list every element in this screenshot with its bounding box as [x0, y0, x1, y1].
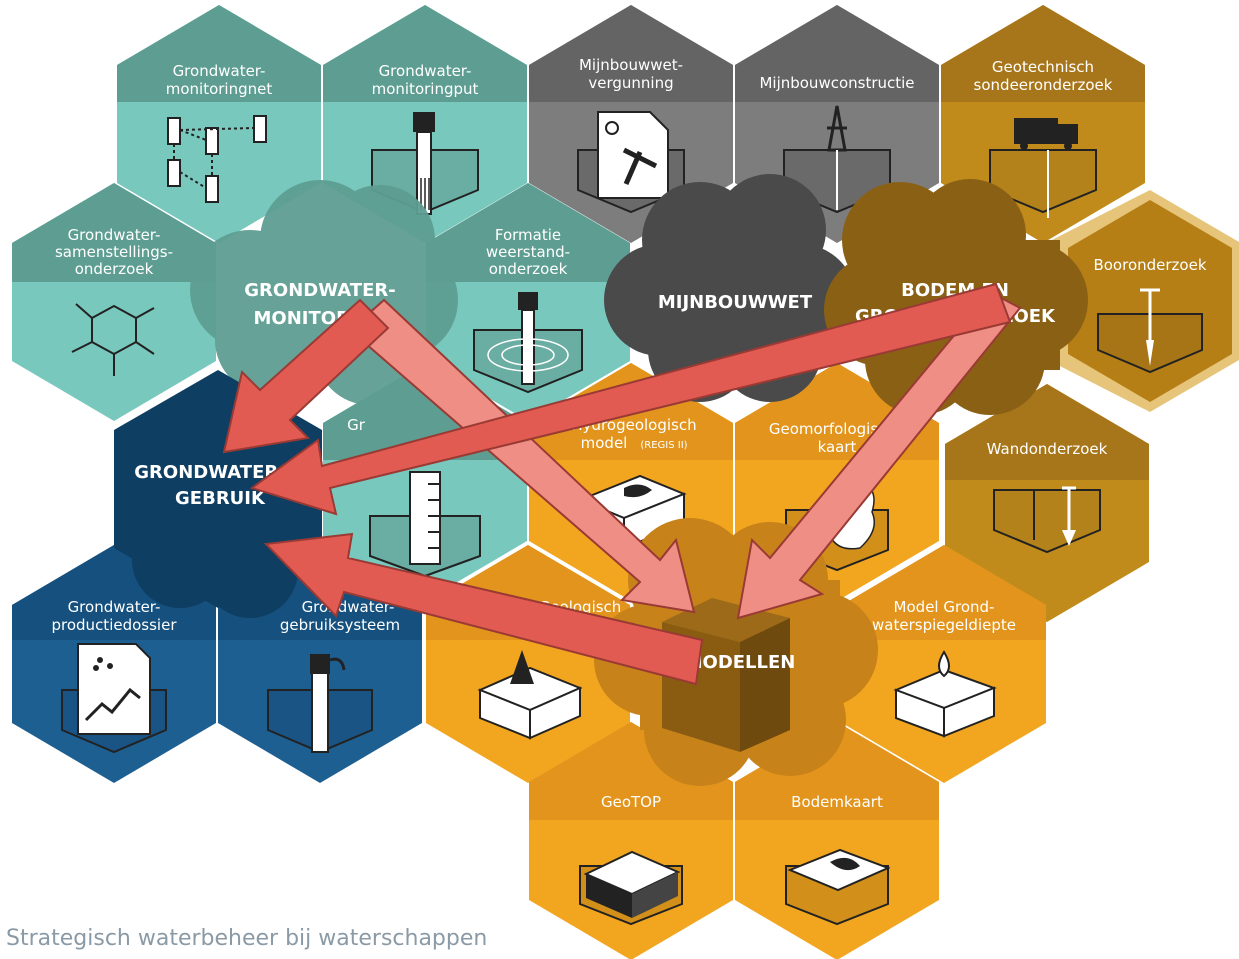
arrow-monitoring-to-gebruik — [222, 298, 390, 454]
hex-label: weerstand- — [486, 243, 570, 261]
network-icon — [167, 115, 267, 203]
hex-label: vergunning — [588, 74, 673, 92]
hex-label: Grondwater- — [173, 62, 266, 80]
arrows — [222, 282, 1022, 686]
hex-label: Geomorfologische — [769, 420, 905, 438]
water-pump-icon — [267, 654, 373, 754]
production-chart-icon — [61, 643, 167, 754]
hex-label: productiedossier — [52, 616, 178, 634]
cloud-label: GRONDWATER- — [244, 280, 395, 301]
hex-label: Booronderzoek — [1093, 256, 1206, 274]
hex-formatie-weerstandonderzoek[interactable]: Formatie weerstand- onderzoek — [426, 183, 630, 421]
auger-icon — [1097, 288, 1203, 374]
ruler-icon — [369, 471, 481, 578]
hex-model-grondwaterspiegeldiepte[interactable]: Model Grond- waterspiegeldiepte — [842, 545, 1046, 783]
hex-label: onderzoek — [489, 260, 568, 278]
arrow-bodem-to-modellen — [736, 290, 1022, 620]
hex-label: Gr — [347, 416, 366, 434]
truck-icon — [989, 118, 1097, 218]
hex-label: Mijnbouwwet- — [579, 56, 683, 74]
permit-document-icon — [577, 111, 685, 214]
hex-label: monitoringnet — [166, 80, 273, 98]
hex-mijnbouwwet-vergunning[interactable]: Mijnbouwwet- vergunning — [529, 5, 733, 243]
hex-grondwater-monitoringnet[interactable]: Grondwater- monitoringnet — [117, 5, 321, 243]
hex-label: onderzoek — [75, 260, 154, 278]
hex-grondwater-samenstellingsonderzoek[interactable]: Grondwater- samenstellings- onderzoek — [12, 183, 216, 421]
hex-label: Wandonderzoek — [987, 440, 1108, 458]
hex-label: Formatie — [495, 226, 561, 244]
spade-icon — [993, 486, 1101, 554]
arrow-monitoring-to-modellen — [348, 298, 696, 614]
hex-label: waterspiegeldiepte — [872, 616, 1016, 634]
cloud-label: GEBRUIK — [175, 488, 266, 509]
hex-label: (REGIS II) — [640, 440, 687, 451]
hex-label: Model Grond- — [894, 598, 995, 616]
voxel-block-icon — [579, 850, 683, 926]
hex-label: Grondwater- — [68, 598, 161, 616]
hex-label: Grondwater- — [68, 226, 161, 244]
hex-bodemkaart[interactable]: Bodemkaart — [735, 722, 939, 959]
hex-label: gebruiksysteem — [280, 616, 400, 634]
arrow-bodem-to-gebruik — [249, 282, 1012, 516]
glucose-molecule-icon — [71, 303, 155, 376]
soil-map-icon — [785, 848, 891, 926]
hex-label: monitoringput — [372, 80, 479, 98]
hex-wandonderzoek[interactable]: Wandonderzoek — [945, 384, 1149, 622]
cloud-label: GRONDWATER- — [134, 462, 285, 483]
hex-grondwater-monitoringput[interactable]: Grondwater- monitoringput — [323, 5, 527, 243]
cloud-label: MODELLEN — [685, 652, 796, 673]
hex-booronderzoek[interactable]: Booronderzoek — [1048, 190, 1239, 412]
arrow-modellen-to-gebruik — [263, 532, 704, 686]
hex-label: samenstellings- — [55, 243, 173, 261]
page-caption: Strategisch waterbeheer bij waterschappe… — [6, 926, 488, 951]
geology-block-icon — [477, 650, 583, 740]
hex-label: Mijnbouwconstructie — [759, 74, 914, 92]
water-table-block-icon — [893, 650, 997, 738]
hex-label: Grondwater- — [379, 62, 472, 80]
pumping-test-icon — [473, 292, 583, 394]
hex-label: kaart — [818, 438, 857, 456]
hex-label: sondeeronderzoek — [974, 76, 1113, 94]
hex-label: Bodemkaart — [791, 793, 883, 811]
hex-label: GeoTOP — [601, 793, 661, 811]
hex-geotechnisch-sondeeronderzoek[interactable]: Geotechnisch sondeeronderzoek — [941, 5, 1145, 243]
hex-label: Geotechnisch — [992, 58, 1094, 76]
cloud-label: MIJNBOUWWET — [658, 292, 813, 313]
hex-label: model — [581, 434, 628, 452]
